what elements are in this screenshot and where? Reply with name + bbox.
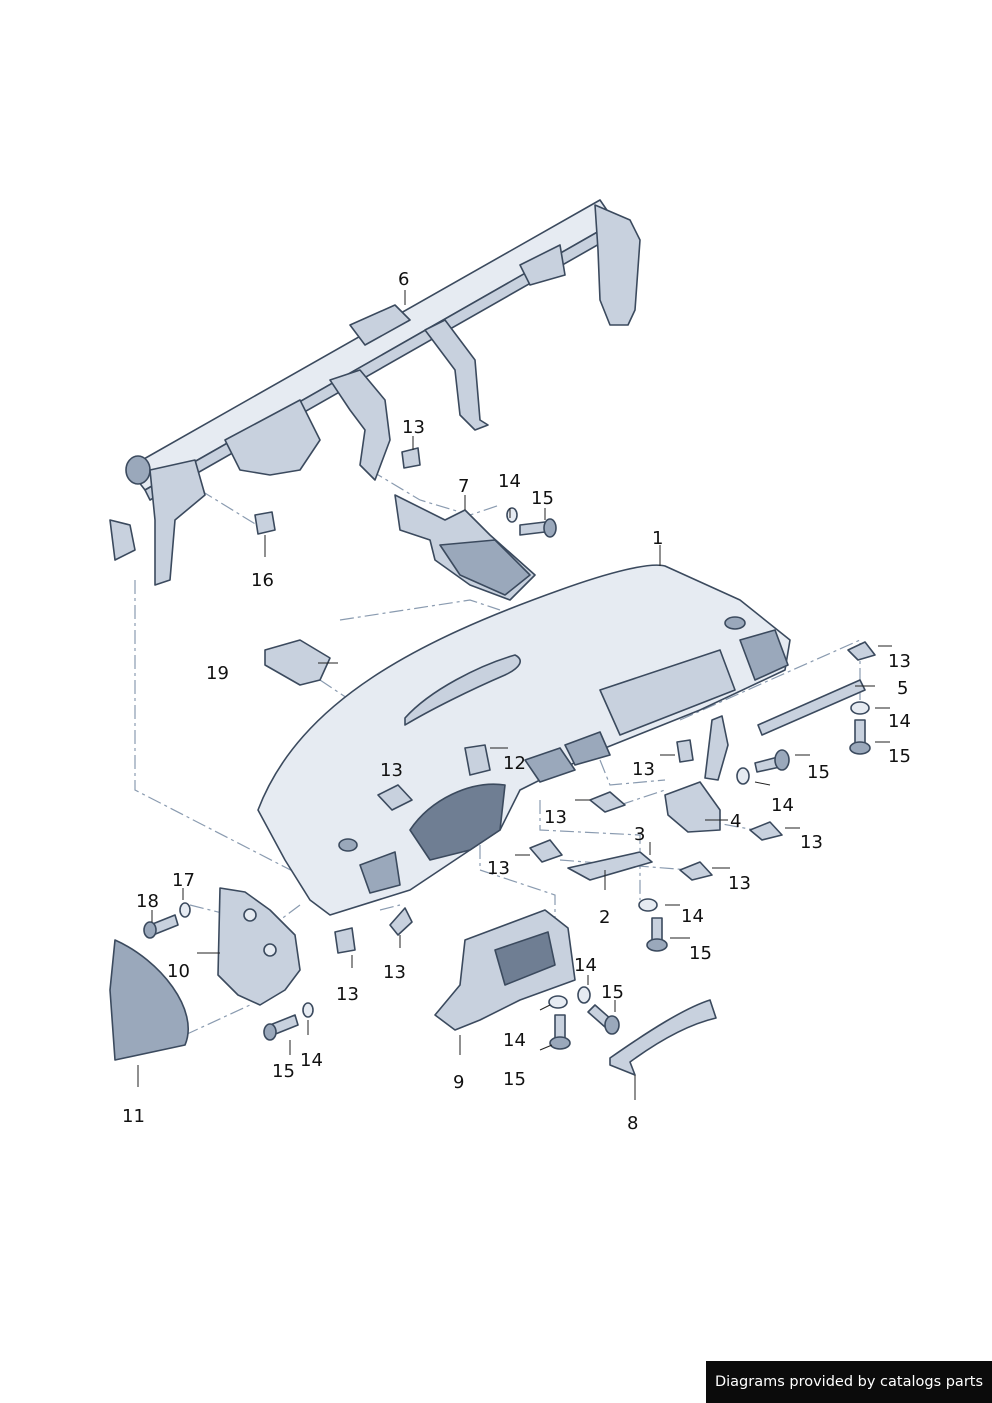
callout-13: 13 <box>544 807 567 828</box>
callout-15: 15 <box>601 982 624 1003</box>
callout-12: 12 <box>503 753 526 774</box>
callout-15: 15 <box>503 1069 526 1090</box>
callout-13: 13 <box>380 760 403 781</box>
callout-13: 13 <box>632 759 655 780</box>
callout-15: 15 <box>888 746 911 767</box>
callout-7: 7 <box>458 476 469 497</box>
cross-car-beam <box>109 199 641 586</box>
column-support-bracket <box>394 494 536 601</box>
footer-credit-text: Diagrams provided by catalogs parts <box>714 1374 984 1390</box>
dash-panel <box>257 564 791 916</box>
callout-3: 3 <box>634 824 645 845</box>
bracket-19 <box>264 639 331 686</box>
callout-2: 2 <box>599 907 610 928</box>
callout-11: 11 <box>122 1106 145 1127</box>
callout-15: 15 <box>531 488 554 509</box>
callout-6: 6 <box>398 269 409 290</box>
trim-strip-8 <box>609 999 717 1076</box>
callout-17: 17 <box>172 870 195 891</box>
callout-14: 14 <box>503 1030 526 1051</box>
callout-15: 15 <box>689 943 712 964</box>
callout-13: 13 <box>487 858 510 879</box>
callout-5: 5 <box>897 678 908 699</box>
callout-16: 16 <box>251 570 274 591</box>
callout-13: 13 <box>888 651 911 672</box>
footer-credit: Diagrams provided by catalogs parts <box>706 1361 992 1403</box>
callout-14: 14 <box>771 795 794 816</box>
callout-13: 13 <box>383 962 406 983</box>
callout-18: 18 <box>136 891 159 912</box>
callout-14: 14 <box>574 955 597 976</box>
end-cover-11 <box>109 939 189 1061</box>
leader-lines <box>137 290 892 1100</box>
callout-15: 15 <box>272 1061 295 1082</box>
callout-13: 13 <box>800 832 823 853</box>
callout-14: 14 <box>498 471 521 492</box>
callout-15: 15 <box>807 762 830 783</box>
clip-16 <box>254 511 276 535</box>
callout-19: 19 <box>206 663 229 684</box>
callout-14: 14 <box>681 906 704 927</box>
shelf-9 <box>434 909 576 1031</box>
callout-13: 13 <box>728 873 751 894</box>
callout-labels: 1 2 3 4 5 6 7 8 9 10 11 12 13 13 13 13 1… <box>122 269 911 1134</box>
callout-10: 10 <box>167 961 190 982</box>
fasteners <box>143 507 871 1050</box>
callout-13: 13 <box>402 417 425 438</box>
callout-13: 13 <box>336 984 359 1005</box>
side-bracket-10 <box>217 887 301 1006</box>
callout-4: 4 <box>730 811 741 832</box>
callout-9: 9 <box>453 1072 464 1093</box>
callout-1: 1 <box>652 528 663 549</box>
callout-14: 14 <box>888 711 911 732</box>
callout-14: 14 <box>300 1050 323 1071</box>
clip-nuts-13 <box>334 447 876 954</box>
brackets-2-5 <box>567 679 866 881</box>
callout-8: 8 <box>627 1113 638 1134</box>
